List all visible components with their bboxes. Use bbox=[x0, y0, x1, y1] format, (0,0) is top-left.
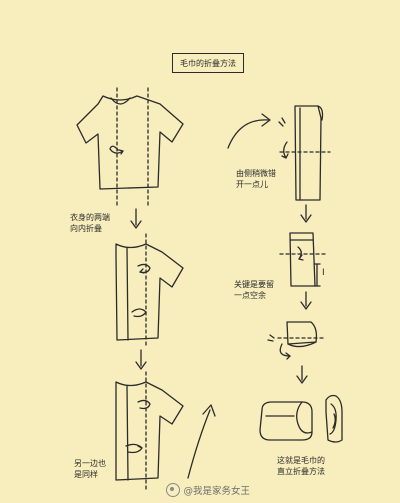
curved-arrow-right bbox=[227, 113, 271, 149]
gap-marker: I bbox=[322, 268, 325, 278]
down-arrow-1 bbox=[130, 208, 142, 229]
folded-block-step-5 bbox=[279, 232, 329, 287]
down-arrow-2 bbox=[135, 349, 147, 370]
down-arrow-5 bbox=[296, 365, 308, 384]
tshirt-step-3 bbox=[115, 371, 184, 491]
label-final: 这就是毛巾的 直立折叠方法 bbox=[277, 455, 325, 477]
watermark: @我是家务女王 bbox=[166, 483, 250, 497]
label-step-1: 衣身的两端 向内折叠 bbox=[70, 212, 110, 234]
folded-strip-step-4 bbox=[278, 105, 331, 201]
label-step-1-line-2: 向内折叠 bbox=[70, 224, 102, 233]
label-final-line-1: 这就是毛巾的 bbox=[277, 456, 325, 465]
label-step-3-line-2: 是同样 bbox=[74, 470, 98, 479]
label-step-4-line-1: 由侧稍微错 bbox=[236, 169, 276, 178]
label-step-5-line-1: 关键是要留 bbox=[234, 280, 274, 289]
down-arrow-4 bbox=[300, 291, 312, 310]
label-step-5: 关键是要留 一点空余 bbox=[234, 279, 274, 301]
tshirt-step-1 bbox=[76, 87, 184, 207]
label-step-3: 另一边也 是同样 bbox=[74, 458, 106, 480]
title-box: 毛巾的折叠方法 bbox=[172, 53, 244, 73]
label-step-5-line-2: 一点空余 bbox=[234, 291, 266, 300]
label-step-4: 由侧稍微错 开一点儿 bbox=[236, 168, 276, 190]
tshirt-step-2 bbox=[115, 233, 184, 349]
label-step-4-line-2: 开一点儿 bbox=[236, 180, 268, 189]
label-step-3-line-1: 另一边也 bbox=[74, 459, 106, 468]
curved-arrow-up bbox=[187, 404, 216, 479]
watermark-text: @我是家务女王 bbox=[183, 486, 250, 497]
rolled-towel-step-6 bbox=[267, 321, 326, 360]
label-final-line-2: 直立折叠方法 bbox=[277, 467, 325, 476]
page-title: 毛巾的折叠方法 bbox=[180, 58, 236, 68]
final-towel-upright bbox=[325, 394, 343, 443]
final-towel-roll bbox=[259, 401, 313, 441]
down-arrow-3 bbox=[300, 204, 312, 223]
label-step-1-line-1: 衣身的两端 bbox=[70, 213, 110, 222]
weibo-logo-icon bbox=[166, 483, 181, 497]
